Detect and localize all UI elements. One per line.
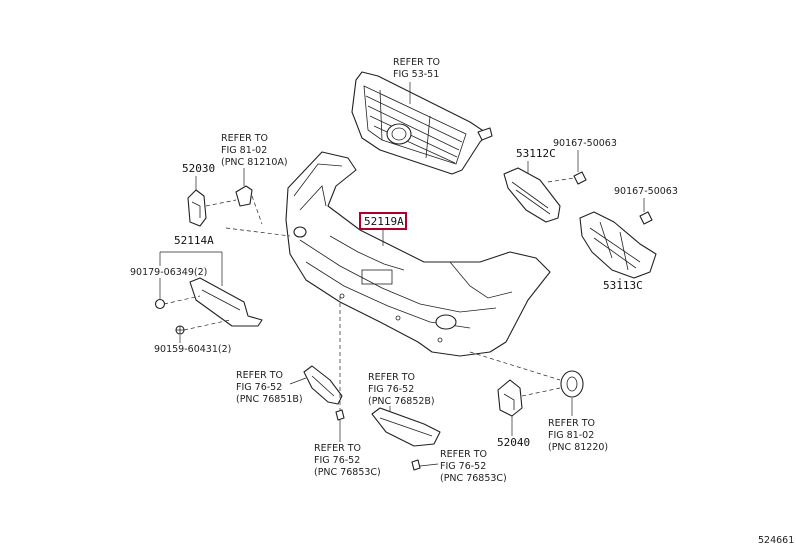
- upper-right-grille-insert: [503, 167, 587, 223]
- part-52030-callout[interactable]: 52030: [182, 162, 215, 190]
- right-lamp-callout: REFER TO FIG 81-02 (PNC 81220): [548, 398, 608, 453]
- right-lamp-ref-line-1: REFER TO: [548, 418, 595, 429]
- grille-ref-line-1: REFER TO: [393, 57, 440, 68]
- part-53112c-label: 53112C: [516, 147, 556, 160]
- cover-r-upper-line-2: FIG 76-52: [368, 384, 414, 395]
- left-lamp-ref-line-3: (PNC 81210A): [221, 157, 288, 168]
- right-lamp-ref-line-3: (PNC 81220): [548, 442, 608, 453]
- part-53112c-callout[interactable]: 53112C: [516, 147, 556, 174]
- bolt-90179: [154, 298, 166, 310]
- bumper-retainer-bracket: [154, 277, 263, 335]
- part-90179-callout[interactable]: 90179-06349(2): [130, 267, 207, 300]
- part-90167a-callout[interactable]: 90167-50063: [553, 138, 617, 172]
- part-52119a-callout[interactable]: 52119A: [359, 212, 407, 246]
- part-90179-label: 90179-06349(2): [130, 267, 207, 278]
- right-upper-cover-callout: REFER TO FIG 76-52 (PNC 76852B): [368, 372, 435, 412]
- part-90167b-callout[interactable]: 90167-50063: [614, 186, 678, 212]
- cover-r-lower-line-1: REFER TO: [440, 449, 487, 460]
- part-90159-callout[interactable]: 90159-60431(2): [154, 335, 231, 355]
- grille-callout: REFER TO FIG 53-51: [393, 57, 440, 104]
- cover-l-lower-line-3: (PNC 76853C): [314, 467, 381, 478]
- radiator-grille: [351, 71, 493, 175]
- cover-l-upper-line-3: (PNC 76851B): [236, 394, 303, 405]
- cover-r-lower-line-3: (PNC 76853C): [440, 473, 507, 484]
- part-52040-callout[interactable]: 52040: [497, 416, 530, 449]
- cover-r-upper-line-3: (PNC 76852B): [368, 396, 435, 407]
- part-53113c-callout[interactable]: 53113C: [603, 278, 643, 292]
- cover-r-upper-line-1: REFER TO: [368, 372, 415, 383]
- cover-l-upper-line-1: REFER TO: [236, 370, 283, 381]
- part-52030-label: 52030: [182, 162, 215, 175]
- left-lower-cover-callout: REFER TO FIG 76-52 (PNC 76853C): [314, 420, 381, 478]
- figure-id: 524661: [758, 535, 794, 546]
- clip-90167-b: [639, 211, 653, 225]
- cover-l-upper-line-2: FIG 76-52: [236, 382, 282, 393]
- left-lamp-bracket: [187, 185, 291, 237]
- left-lamp-ref-line-2: FIG 81-02: [221, 145, 267, 156]
- left-lower-cover: [303, 296, 345, 421]
- part-52040-label: 52040: [497, 436, 530, 449]
- right-lamp-ref-line-2: FIG 81-02: [548, 430, 594, 441]
- right-lower-cover-callout: REFER TO FIG 76-52 (PNC 76853C): [419, 449, 507, 484]
- part-52119a-highlight-box[interactable]: [359, 212, 407, 230]
- part-52114a-callout[interactable]: 52114A: [159, 234, 223, 286]
- part-52119a-label: 52119A: [364, 215, 404, 228]
- grille-ref-line-2: FIG 53-51: [393, 69, 439, 80]
- cover-l-lower-line-2: FIG 76-52: [314, 455, 360, 466]
- clip-90167-a: [573, 171, 587, 185]
- part-90167a-label: 90167-50063: [553, 138, 617, 149]
- part-90167b-label: 90167-50063: [614, 186, 678, 197]
- part-52114a-label: 52114A: [174, 234, 214, 247]
- cover-l-lower-line-1: REFER TO: [314, 443, 361, 454]
- right-lamp-bracket: [469, 351, 584, 417]
- part-90159-label: 90159-60431(2): [154, 344, 231, 355]
- left-lamp-ref-line-1: REFER TO: [221, 133, 268, 144]
- right-lower-cover: [371, 407, 441, 471]
- part-53113c-label: 53113C: [603, 279, 643, 292]
- left-upper-cover-callout: REFER TO FIG 76-52 (PNC 76851B): [236, 370, 307, 405]
- front-bumper-cover: [285, 151, 551, 357]
- left-lamp-callout: REFER TO FIG 81-02 (PNC 81210A): [221, 133, 288, 186]
- cover-r-lower-line-2: FIG 76-52: [440, 461, 486, 472]
- lower-right-grille-insert: [579, 211, 657, 279]
